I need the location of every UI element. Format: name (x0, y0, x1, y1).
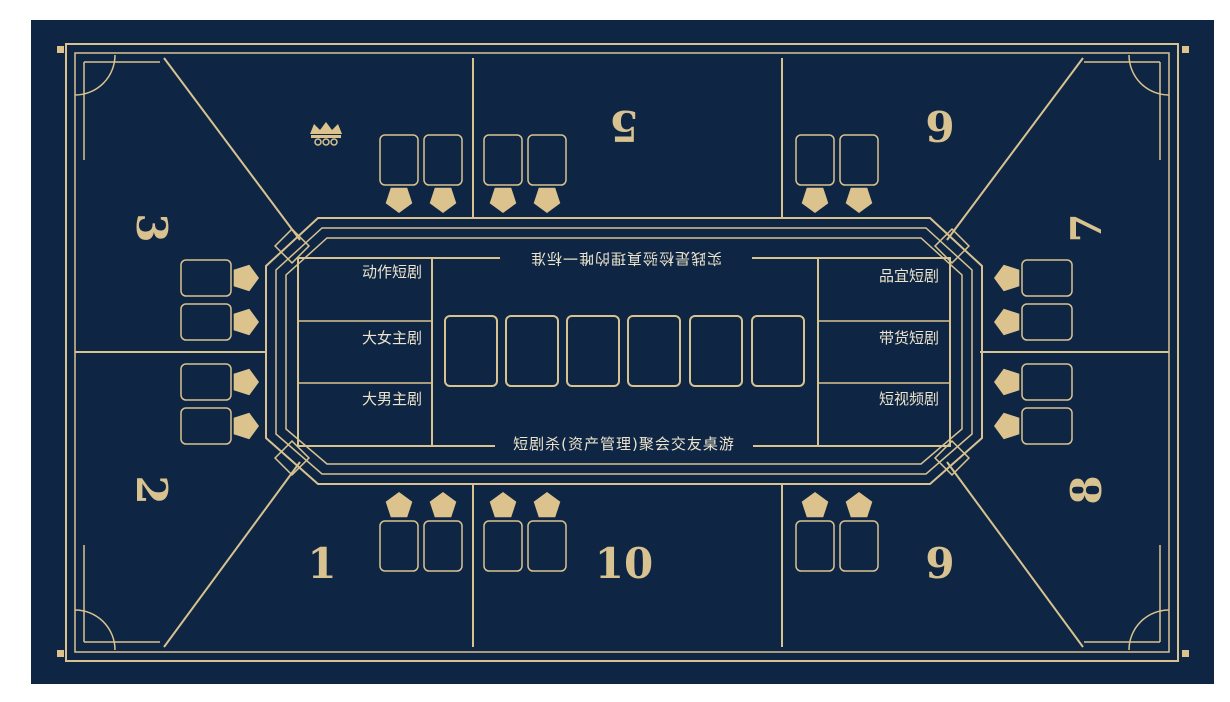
seat-number-6: 6 (925, 101, 954, 150)
pentagon-token-icon (533, 187, 561, 213)
pentagon-token-icon (429, 492, 457, 518)
pentagon-token-icon (994, 264, 1020, 292)
seat-card-slot[interactable] (180, 259, 232, 297)
pentagon-token-icon (429, 187, 457, 213)
pentagon-token-icon (845, 187, 873, 213)
card-slot[interactable] (751, 315, 805, 387)
seat-card-slot[interactable] (180, 303, 232, 341)
category-label-right-3: 短视频剧 (879, 390, 939, 408)
seat-number-8: 8 (1062, 475, 1111, 504)
seat-card-slot[interactable] (180, 363, 232, 401)
pentagon-token-icon (233, 368, 259, 396)
pentagon-token-icon (994, 308, 1020, 336)
seat-card-slot[interactable] (423, 520, 463, 572)
seat-card-slot[interactable] (483, 134, 523, 186)
seat-card-slot[interactable] (483, 520, 523, 572)
seat-number-1: 1 (307, 539, 336, 588)
pentagon-token-icon (801, 492, 829, 518)
center-card-slots (444, 315, 805, 387)
seat-card-slot[interactable] (379, 520, 419, 572)
slogan-top: 实践是检验真理的唯一标准 (530, 250, 722, 268)
seat-number-5: 5 (609, 101, 638, 150)
category-label-left-3: 大男主剧 (362, 390, 422, 408)
pentagon-token-icon (994, 368, 1020, 396)
seat-card-slot[interactable] (795, 134, 835, 186)
card-slot[interactable] (627, 315, 681, 387)
seat-card-slot[interactable] (379, 134, 419, 186)
category-label-left-1: 动作短剧 (362, 263, 422, 281)
region-lines (75, 57, 1169, 648)
seat-number-2: 2 (127, 475, 176, 504)
pentagon-token-icon (233, 308, 259, 336)
card-slot[interactable] (444, 315, 498, 387)
pentagon-token-icon (385, 492, 413, 518)
seat-card-slot[interactable] (527, 520, 567, 572)
seat-card-slot[interactable] (795, 520, 835, 572)
pentagon-token-icon (801, 187, 829, 213)
seat-card-slot[interactable] (1021, 363, 1073, 401)
seat-card-slot[interactable] (1021, 259, 1073, 297)
seat-card-slots (180, 134, 1073, 572)
seat-number-3: 3 (127, 213, 176, 242)
seat-card-slot[interactable] (527, 134, 567, 186)
card-slot[interactable] (689, 315, 743, 387)
seat-number-10: 10 (595, 539, 653, 588)
seat-number-9: 9 (925, 539, 954, 588)
seat-card-slot[interactable] (839, 520, 879, 572)
pentagon-token-icon (385, 187, 413, 213)
seat-card-slot[interactable] (180, 407, 232, 445)
category-label-left-2: 大女主剧 (362, 329, 422, 347)
crown-icon (310, 122, 342, 146)
seat-number-7: 7 (1062, 213, 1111, 242)
pentagon-token-icon (489, 492, 517, 518)
seat-card-slot[interactable] (423, 134, 463, 186)
seat-card-slot[interactable] (1021, 303, 1073, 341)
card-slot[interactable] (505, 315, 559, 387)
category-label-right-1: 品宜短剧 (879, 267, 939, 285)
pentagon-token-icon (233, 264, 259, 292)
pentagon-token-icon (533, 492, 561, 518)
pentagon-token-icon (845, 492, 873, 518)
seat-card-slot[interactable] (1021, 407, 1073, 445)
pentagon-token-icon (994, 412, 1020, 440)
category-label-right-2: 带货短剧 (879, 329, 939, 347)
seat-card-slot[interactable] (839, 134, 879, 186)
pentagon-token-icon (233, 412, 259, 440)
card-slot[interactable] (566, 315, 620, 387)
slogan-bottom: 短剧杀(资产管理)聚会交友桌游 (513, 435, 735, 453)
pentagon-token-icon (489, 187, 517, 213)
